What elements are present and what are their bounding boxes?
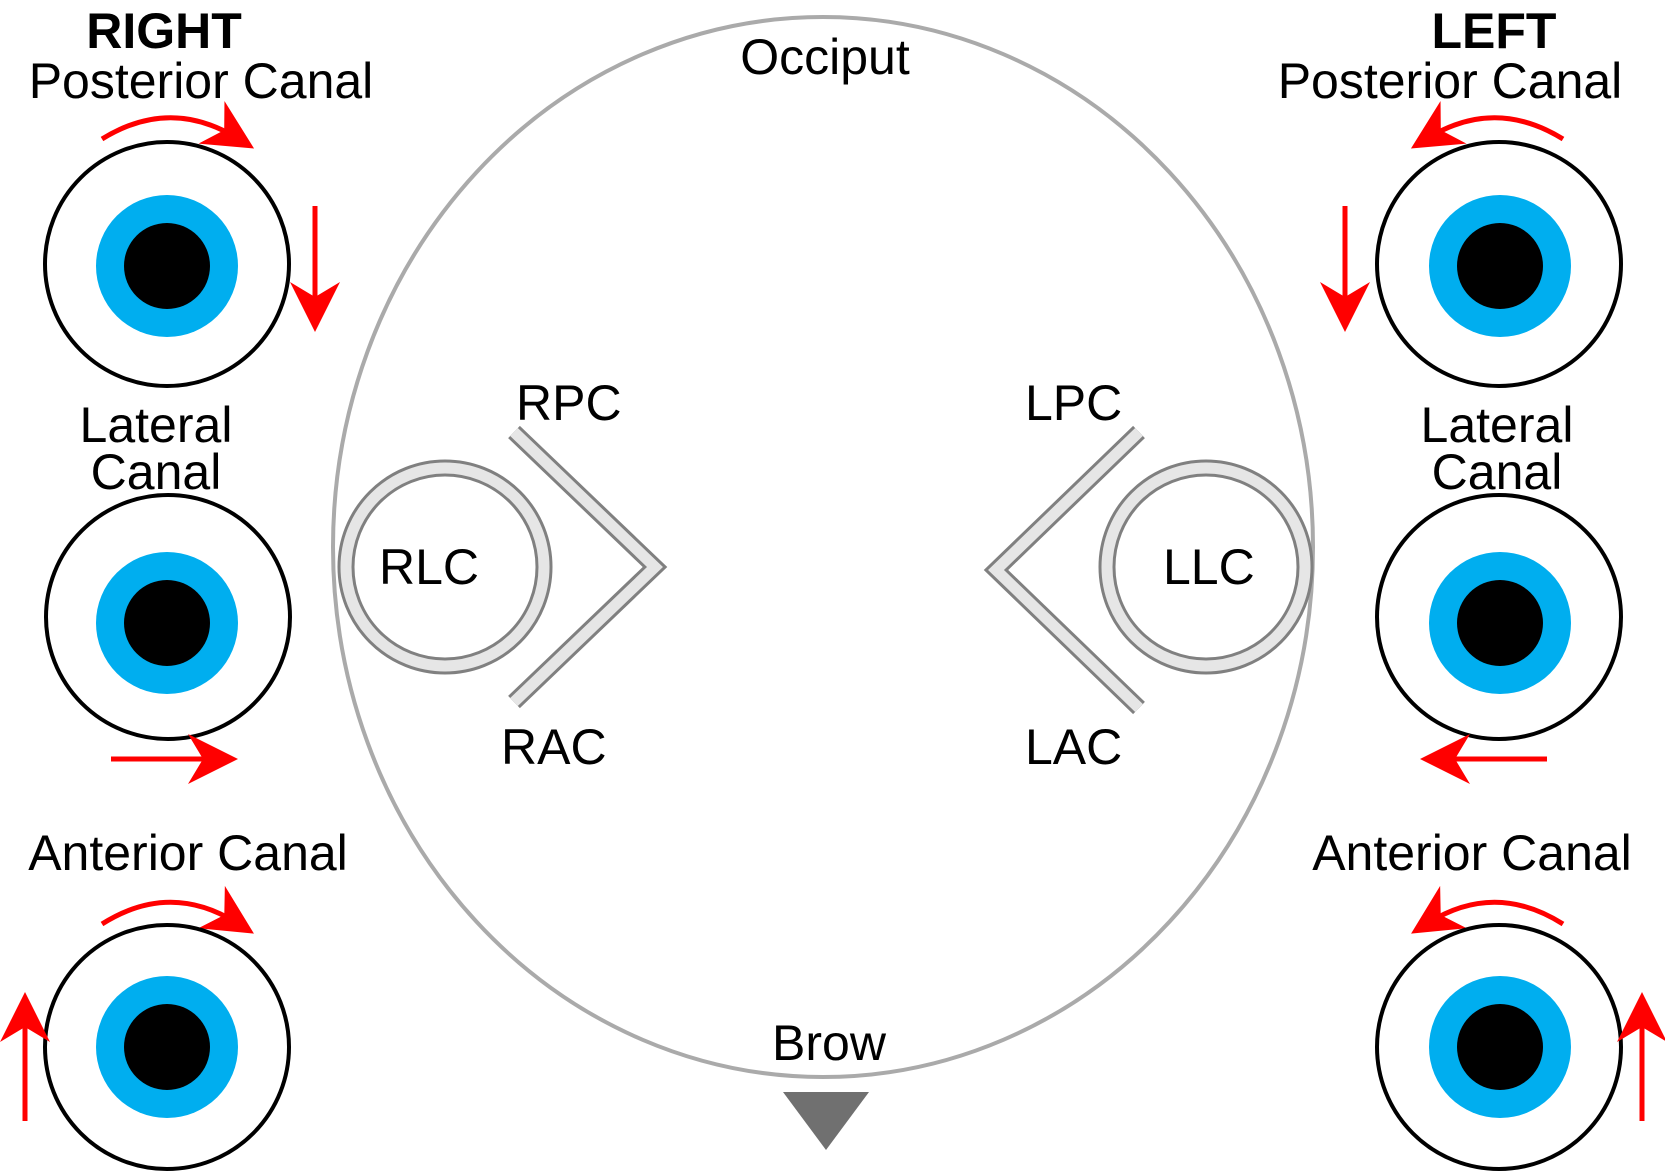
left-anterior-label: Anterior Canal [1312, 825, 1632, 881]
right-lateral-canal-fill [340, 462, 550, 672]
eye-icon [1375, 140, 1623, 388]
left-lateral-canal-group: Lateral Canal [1375, 397, 1623, 784]
right-side-panel: RIGHT Posterior Canal Lateral Canal [0, 3, 374, 1171]
occiput-label: Occiput [740, 29, 910, 85]
right-anterior-canal-group: Anterior Canal [0, 825, 348, 1171]
counterclockwise-arrow-icon [1411, 885, 1565, 934]
clockwise-arrow-icon [100, 101, 255, 149]
right-posterior-label: Posterior Canal [29, 53, 374, 109]
left-anterior-canal-group: Anterior Canal [1312, 825, 1665, 1171]
left-lateral-canal-fill [1101, 462, 1311, 672]
left-vertical-canals [983, 425, 1145, 715]
left-side-panel: LEFT Posterior Canal Lateral Canal [1278, 3, 1665, 1171]
head: Occiput Brow RPC RLC RAC LPC LLC LAC [331, 15, 1315, 1150]
right-lateral-label-line1: Lateral [80, 397, 233, 453]
eye-icon [43, 923, 291, 1171]
left-canals: LPC LLC LAC [983, 375, 1314, 775]
eye-icon [43, 140, 291, 388]
nose-marker [783, 1092, 869, 1150]
rlc-label: RLC [379, 539, 479, 595]
right-vertical-canals [508, 425, 668, 709]
eye-icon [1375, 923, 1623, 1171]
eye-icon [1375, 493, 1623, 741]
left-vertical-canals-fill [988, 428, 1143, 712]
right-title: RIGHT [86, 3, 242, 59]
right-anterior-label: Anterior Canal [28, 825, 348, 881]
clockwise-arrow-icon [100, 885, 254, 934]
right-lateral-canal-group: Lateral Canal [44, 397, 292, 784]
rpc-label: RPC [516, 375, 622, 431]
right-posterior-canal-group: Posterior Canal [29, 53, 374, 388]
left-posterior-canal-group: Posterior Canal [1278, 53, 1623, 388]
left-title: LEFT [1432, 3, 1557, 59]
lac-label: LAC [1025, 719, 1122, 775]
right-canals: RPC RLC RAC [337, 375, 668, 775]
right-lateral-label-line2: Canal [91, 444, 222, 500]
eye-icon [44, 493, 292, 741]
llc-label: LLC [1163, 539, 1255, 595]
left-lateral-label-line1: Lateral [1421, 397, 1574, 453]
right-vertical-canals-fill [510, 428, 663, 706]
head-outline [331, 15, 1315, 1079]
rac-label: RAC [501, 719, 607, 775]
brow-label: Brow [772, 1015, 887, 1071]
counterclockwise-arrow-icon [1410, 101, 1565, 149]
lpc-label: LPC [1025, 375, 1122, 431]
left-posterior-label: Posterior Canal [1278, 53, 1623, 109]
left-lateral-label-line2: Canal [1432, 444, 1563, 500]
